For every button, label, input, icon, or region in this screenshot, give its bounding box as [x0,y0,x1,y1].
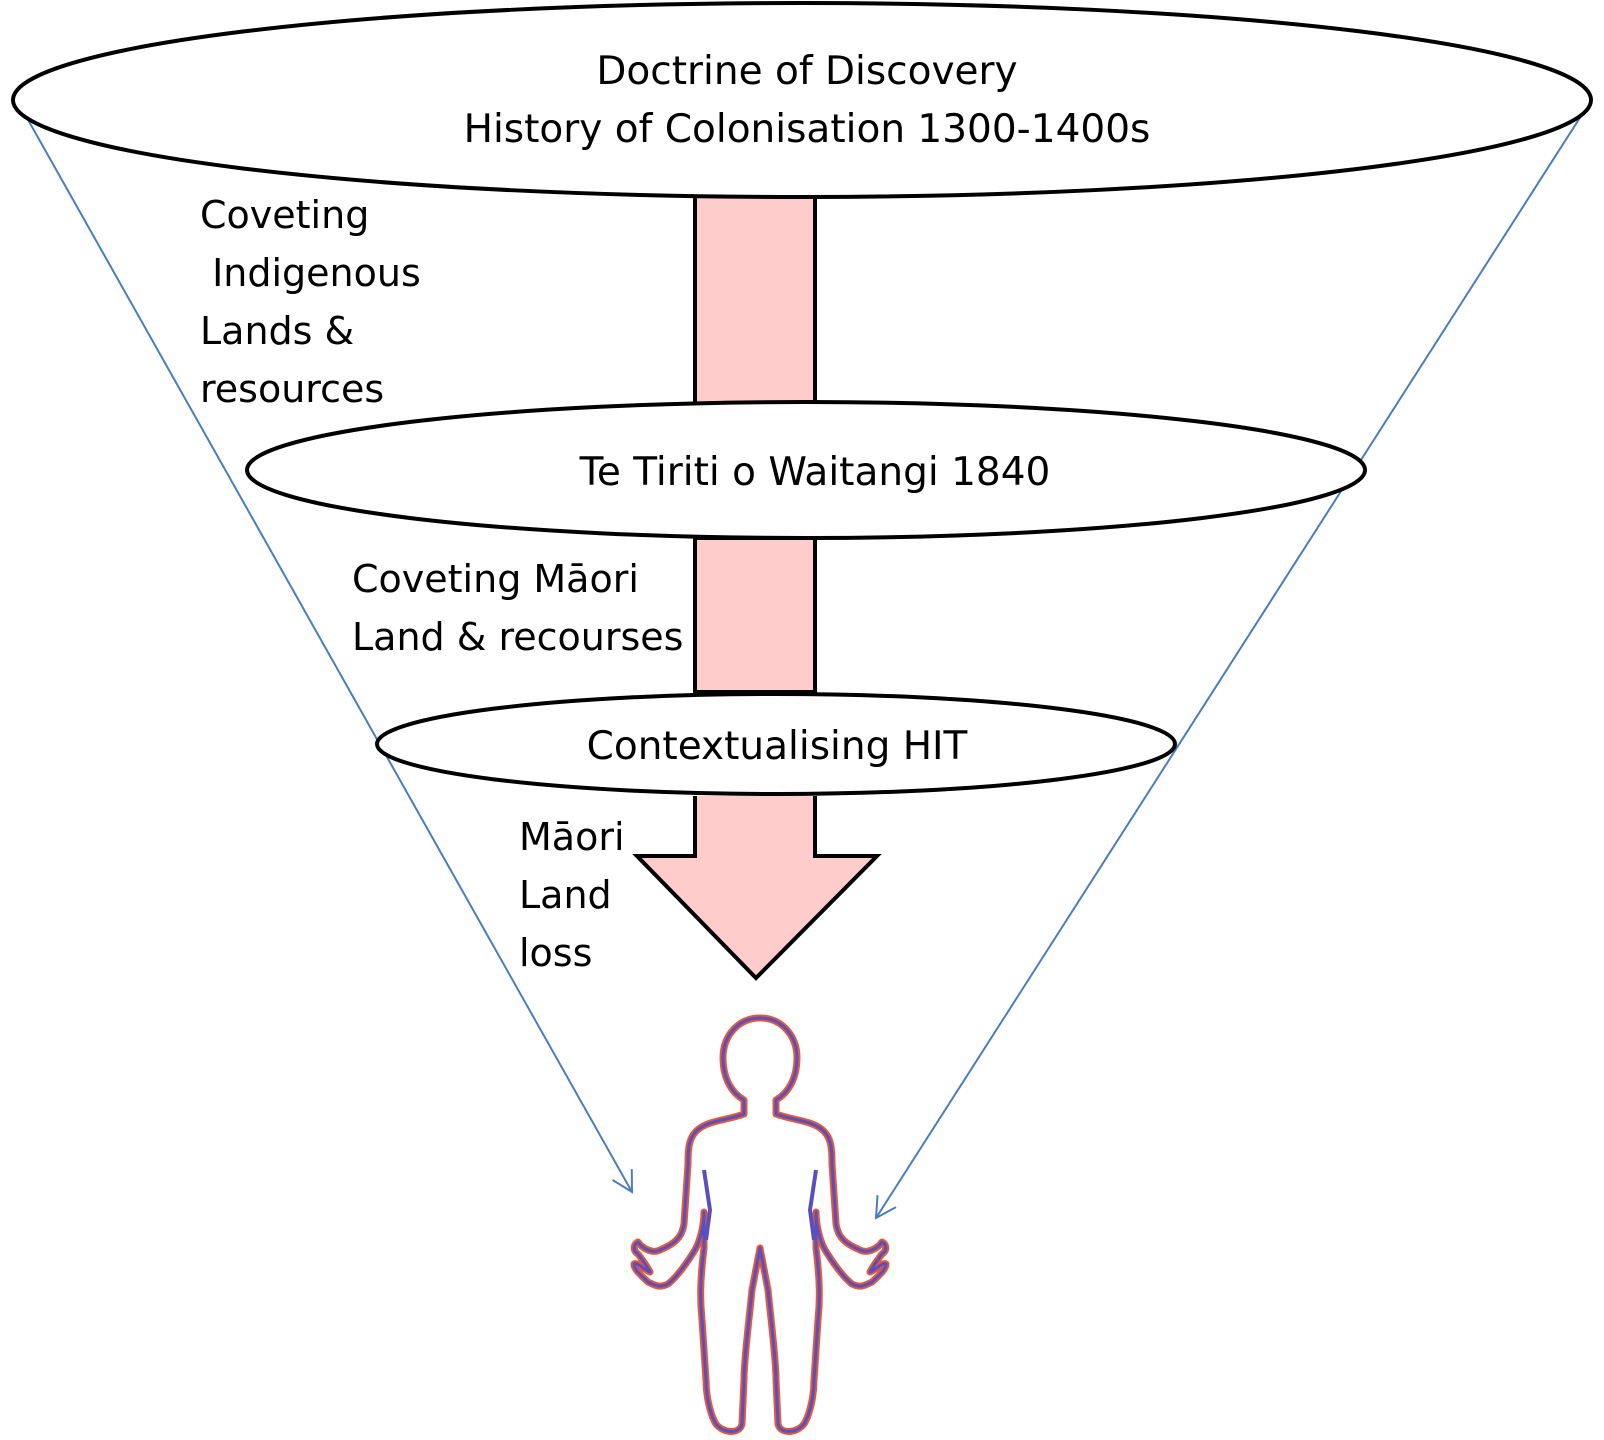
top-ellipse-line-1: Doctrine of Discovery [596,49,1017,94]
label-3-line: Māori [519,815,625,859]
middle-ellipse [245,400,1367,540]
top-ellipse-line-2: History of Colonisation 1300-1400s [464,107,1151,152]
label-1-line: Lands & [200,309,354,353]
human-figure-icon [630,1014,890,1435]
label-2-line: Coveting Māori [352,557,639,601]
bottom-ellipse-label: Contextualising HIT [587,724,968,769]
label-coveting-maori-land: Coveting Māori Land & recourses [352,557,683,659]
label-1-line: Indigenous [200,251,421,295]
label-3-line: Land [519,873,612,917]
label-3-line: loss [519,931,592,975]
middle-ellipse-label: Te Tiriti o Waitangi 1840 [579,450,1051,495]
arrow-shaft-middle [693,536,817,694]
arrow-head-down [632,796,882,981]
label-1-line: resources [200,367,384,411]
funnel-left-line [17,101,634,1194]
arrow-shaft-upper [693,194,817,406]
label-2-line: Land & recourses [352,615,683,659]
bottom-ellipse [375,692,1177,796]
funnel-right-line [874,101,1591,1220]
label-coveting-indigenous-lands: Coveting Indigenous Lands & resources [200,193,421,411]
top-ellipse [11,1,1593,199]
label-1-line: Coveting [200,193,369,237]
label-maori-land-loss: Māori Land loss [519,815,625,975]
